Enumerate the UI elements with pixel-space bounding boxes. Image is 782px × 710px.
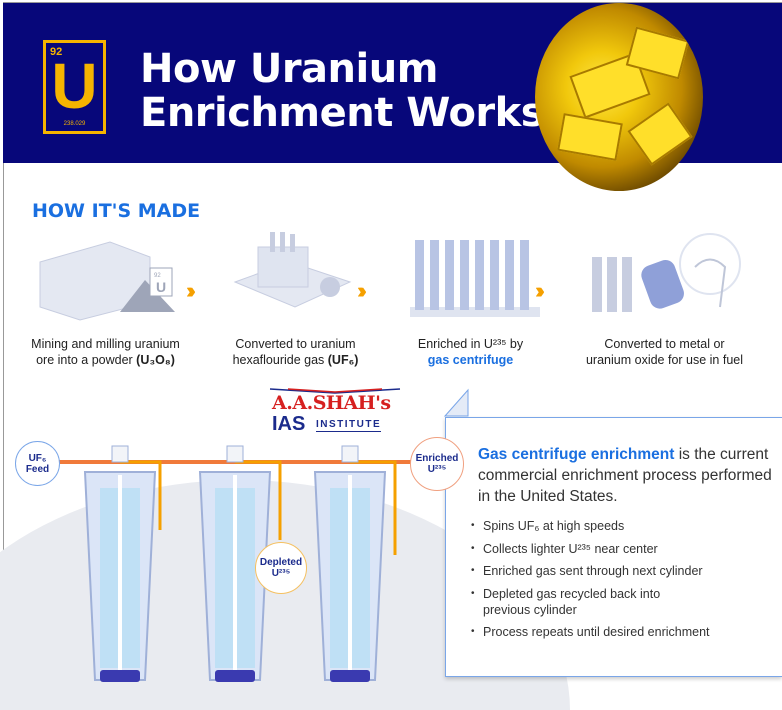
step-text: ore into a powder <box>36 353 137 367</box>
gas-centrifuge-highlight: gas centrifuge <box>427 353 514 367</box>
gas-centrifuge-callout: Gas centrifuge enrichment is the current… <box>445 417 782 677</box>
logo-text: INSTITUTE <box>316 419 382 432</box>
bullet-item: Depleted gas recycled back into previous… <box>471 586 661 618</box>
page-title: How Uranium Enrichment Works <box>140 46 545 136</box>
institute-logo: A.A.SHAH's IAS INSTITUTE <box>268 388 403 434</box>
callout-text: is the current commercial enrichment pro… <box>478 446 772 505</box>
centrifuge-diagram <box>0 388 570 710</box>
callout-highlight: Gas centrifuge enrichment <box>478 446 675 463</box>
formula: (U₃O₈) <box>136 353 175 367</box>
uranium-yellowcake-photo <box>535 3 703 191</box>
atomic-number: 92 <box>50 46 63 58</box>
step-text: Mining and milling uranium <box>31 337 180 351</box>
badge-number: 92 <box>154 273 161 279</box>
formula: (UF₆) <box>327 353 359 367</box>
badge-symbol: U <box>156 279 166 295</box>
centrifuge-cylinders <box>83 445 387 682</box>
step-text: Enriched in U²³⁵ by <box>417 337 524 351</box>
logo-text: IAS <box>272 413 306 435</box>
bullet-item: Spins UF₆ at high speeds <box>471 518 771 534</box>
enriched-label: Enriched U²³⁵ <box>410 437 464 491</box>
mining-icon: 92 U <box>39 241 175 321</box>
title-line-2: Enrichment Works <box>140 90 545 136</box>
factory-icon <box>233 232 352 308</box>
callout-bullets: Spins UF₆ at high speeds Collects lighte… <box>471 518 771 647</box>
step-text: hexaflouride gas <box>232 353 328 367</box>
bullet-item: Process repeats until desired enrichment <box>471 624 771 640</box>
process-icons: 92 U <box>39 232 741 321</box>
step-text: uranium oxide for use in fuel <box>585 353 744 367</box>
depleted-label: Depleted U²³⁵ <box>255 542 307 594</box>
centrifuges-icon <box>410 240 540 317</box>
arrow-icon: ››› <box>357 278 367 303</box>
arrow-icon: ››› <box>186 278 196 303</box>
logo-text: A.A.SHAH's <box>272 392 391 414</box>
uranium-element-tile: 92 U 238.029 <box>43 40 106 134</box>
frame <box>3 2 782 710</box>
step-text: Converted to metal or <box>604 337 725 351</box>
step-conversion: Converted to uranium hexaflouride gas (U… <box>208 336 383 368</box>
uf6-feed-label: UF₆ Feed <box>15 441 60 486</box>
step-mining: Mining and milling uranium ore into a po… <box>18 336 193 368</box>
step-enrichment: Enriched in U²³⁵ by gas centrifuge <box>383 336 558 368</box>
arrow-icon: ››› <box>535 278 545 303</box>
callout-lead: Gas centrifuge enrichment is the current… <box>478 444 778 507</box>
element-symbol: U <box>51 50 98 122</box>
step-fuel: Converted to metal or uranium oxide for … <box>572 336 757 368</box>
atomic-mass: 238.029 <box>63 121 86 127</box>
bullet-item: Enriched gas sent through next cylinder <box>471 563 771 579</box>
title-line-1: How Uranium <box>140 46 438 92</box>
fuel-pellets-icon <box>592 233 741 312</box>
step-text: Converted to uranium <box>235 337 356 351</box>
section-title: HOW IT'S MADE <box>32 200 201 222</box>
bullet-item: Collects lighter U²³⁵ near center <box>471 541 771 557</box>
